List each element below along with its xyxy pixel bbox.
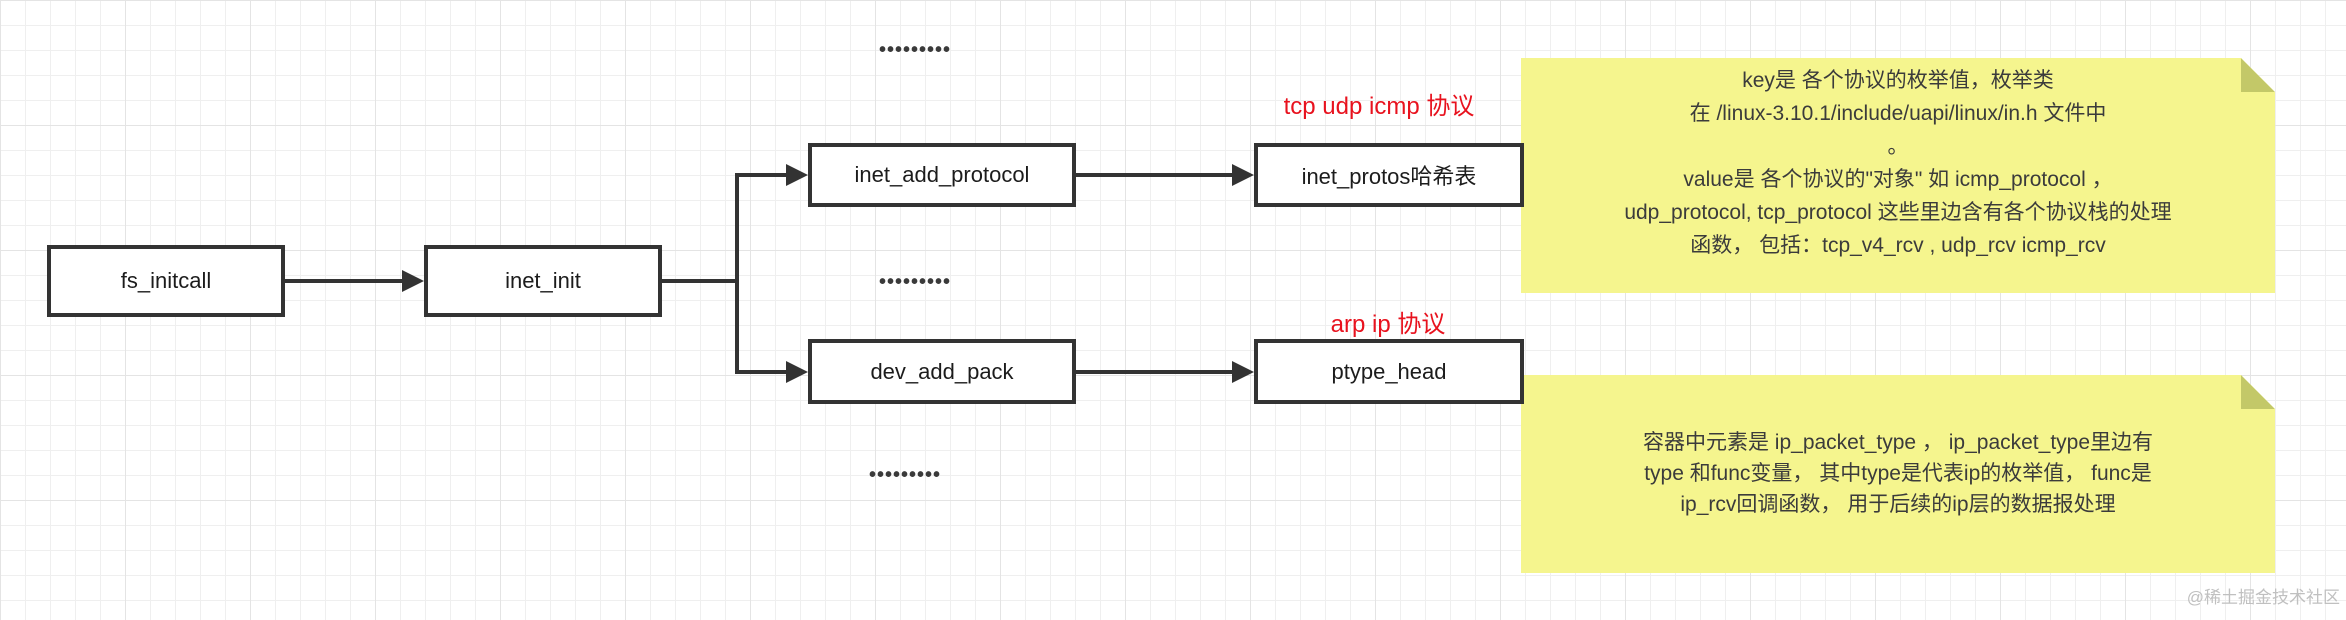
arrowhead-icon xyxy=(1232,164,1254,186)
ellipsis-dots-bottom: ••••••••• xyxy=(868,464,942,486)
node-inet-protos-hashtable-label: inet_protos哈希表 xyxy=(1301,164,1477,189)
note-line: udp_protocol, tcp_protocol 这些里边含有各个协议栈的处… xyxy=(1624,201,2172,224)
note-line: 容器中元素是 ip_packet_type ， ip_packet_type里边… xyxy=(1642,431,2154,454)
label-arp-ip: arp ip 协议 xyxy=(1330,311,1446,338)
connector-branch-inetaddprotocol xyxy=(735,173,787,177)
note-line: value是 各个协议的"对象" 如 icmp_protocol ， xyxy=(1683,168,2113,191)
node-dev-add-pack[interactable]: dev_add_pack xyxy=(808,339,1076,404)
node-ptype-head[interactable]: ptype_head xyxy=(1254,339,1524,404)
node-inet-init[interactable]: inet_init xyxy=(424,245,662,317)
note-fold-corner-icon xyxy=(2241,375,2275,409)
sticky-note-inet-protos-text: key是 各个协议的枚举值，枚举类 在 /linux-3.10.1/includ… xyxy=(1521,64,2275,262)
arrowhead-icon xyxy=(402,270,424,292)
connector-inetaddprotocol-inetprotos xyxy=(1076,173,1233,177)
note-line: type 和func变量， 其中type是代表ip的枚举值， func是 xyxy=(1644,462,2152,485)
note-line: 函数， 包括：tcp_v4_rcv , udp_rcv icmp_rcv xyxy=(1690,234,2106,257)
node-inet-add-protocol-label: inet_add_protocol xyxy=(854,162,1030,187)
node-fs-initcall[interactable]: fs_initcall xyxy=(47,245,285,317)
node-inet-init-label: inet_init xyxy=(505,268,581,293)
ellipsis-dots-middle: ••••••••• xyxy=(878,271,952,293)
sticky-note-inet-protos[interactable]: key是 各个协议的枚举值，枚举类 在 /linux-3.10.1/includ… xyxy=(1521,58,2275,293)
note-line: 。 xyxy=(1887,135,1909,158)
ellipsis-dots-top: ••••••••• xyxy=(878,39,952,61)
connector-devaddpack-ptypehead xyxy=(1076,370,1233,374)
note-line: ip_rcv回调函数， 用于后续的ip层的数据报处理 xyxy=(1680,493,2116,516)
connector-inetinit-branch xyxy=(662,279,739,283)
node-fs-initcall-label: fs_initcall xyxy=(120,268,212,293)
connector-branch-vertical xyxy=(735,173,739,374)
connector-fsinitcall-inetinit xyxy=(285,279,404,283)
arrowhead-icon xyxy=(786,164,808,186)
arrowhead-icon xyxy=(786,361,808,383)
node-ptype-head-label: ptype_head xyxy=(1331,358,1447,384)
sticky-note-ptype-head-text: 容器中元素是 ip_packet_type ， ip_packet_type里边… xyxy=(1521,427,2275,520)
node-inet-add-protocol[interactable]: inet_add_protocol xyxy=(808,143,1076,207)
sticky-note-ptype-head[interactable]: 容器中元素是 ip_packet_type ， ip_packet_type里边… xyxy=(1521,375,2275,573)
note-line: 在 /linux-3.10.1/include/uapi/linux/in.h … xyxy=(1689,102,2107,125)
node-inet-protos-hashtable[interactable]: inet_protos哈希表 xyxy=(1254,143,1524,207)
label-tcp-udp-icmp: tcp udp icmp 协议 xyxy=(1283,93,1475,120)
arrowhead-icon xyxy=(1232,361,1254,383)
connector-branch-devaddpack xyxy=(735,370,787,374)
watermark: @稀土掘金技术社区 xyxy=(2186,588,2340,607)
note-line: key是 各个协议的枚举值，枚举类 xyxy=(1742,69,2054,92)
node-dev-add-pack-label: dev_add_pack xyxy=(870,358,1014,384)
